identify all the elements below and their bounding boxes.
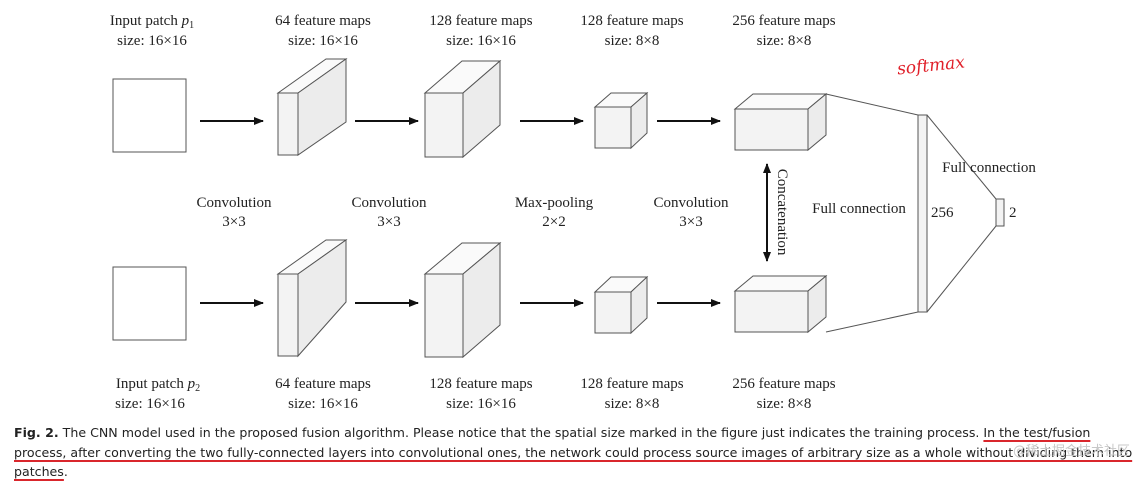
bottom-conv2-block bbox=[423, 241, 502, 359]
op3-kernel: 2×2 bbox=[542, 214, 565, 230]
fc1-label: Full connection bbox=[812, 201, 906, 217]
bottom-conv2-title: 128 feature maps bbox=[429, 376, 532, 392]
fc2-vector bbox=[995, 198, 1005, 227]
top-pool-block bbox=[593, 91, 649, 150]
op3-name: Max-pooling bbox=[515, 195, 594, 211]
caption-label: Fig. 2. bbox=[14, 425, 59, 440]
top-conv3-title: 256 feature maps bbox=[732, 13, 835, 29]
op4-name: Convolution bbox=[653, 195, 729, 211]
bottom-conv1-size: size: 16×16 bbox=[288, 396, 358, 412]
top-pool-title: 128 feature maps bbox=[580, 13, 683, 29]
bottom-conv3-size: size: 8×8 bbox=[757, 396, 812, 412]
top-conv1-block bbox=[276, 58, 348, 156]
top-conv2-block bbox=[423, 59, 502, 159]
fc2-label: Full connection bbox=[942, 160, 1036, 176]
bottom-pool-size: size: 8×8 bbox=[605, 396, 660, 412]
top-conv3-block bbox=[733, 92, 828, 152]
fc2-size: 2 bbox=[1009, 205, 1017, 221]
softmax-handwritten-note: softmax bbox=[896, 52, 966, 79]
fc1-line-top bbox=[825, 93, 919, 116]
caption-text: The CNN model used in the proposed fusio… bbox=[62, 425, 980, 440]
concatenation-label: Concatenation bbox=[774, 169, 790, 256]
top-conv1-title: 64 feature maps bbox=[275, 13, 371, 29]
top-input-title: Input patch p1 bbox=[110, 13, 194, 31]
fc2-line-top bbox=[926, 114, 997, 200]
op2-name: Convolution bbox=[351, 195, 427, 211]
op4-kernel: 3×3 bbox=[679, 214, 702, 230]
top-conv1-size: size: 16×16 bbox=[288, 33, 358, 49]
fc1-size: 256 bbox=[931, 205, 954, 221]
top-conv2-title: 128 feature maps bbox=[429, 13, 532, 29]
caption-end: . bbox=[63, 464, 68, 479]
fc1-vector bbox=[917, 114, 928, 313]
figure-caption: Fig. 2. The CNN model used in the propos… bbox=[14, 423, 1134, 482]
bottom-conv1-block bbox=[276, 239, 348, 358]
bottom-conv3-title: 256 feature maps bbox=[732, 376, 835, 392]
bottom-pool-title: 128 feature maps bbox=[580, 376, 683, 392]
op1-name: Convolution bbox=[196, 195, 272, 211]
fc2-line-bottom bbox=[926, 225, 997, 313]
op2-kernel: 3×3 bbox=[377, 214, 400, 230]
top-input-patch bbox=[112, 78, 187, 153]
watermark: @稀土掘金技术社区 bbox=[1012, 444, 1130, 459]
fc1-line-bottom bbox=[825, 311, 919, 333]
top-pool-size: size: 8×8 bbox=[605, 33, 660, 49]
op1-kernel: 3×3 bbox=[222, 214, 245, 230]
bottom-conv2-size: size: 16×16 bbox=[446, 396, 516, 412]
bottom-input-title: Input patch p2 bbox=[116, 376, 200, 394]
caption-highlighted-text: In the test/fusion process, after conver… bbox=[14, 425, 1133, 479]
top-input-size: size: 16×16 bbox=[117, 33, 187, 49]
bottom-conv3-block bbox=[733, 274, 828, 334]
top-conv3-size: size: 8×8 bbox=[757, 33, 812, 49]
top-conv2-size: size: 16×16 bbox=[446, 33, 516, 49]
bottom-conv1-title: 64 feature maps bbox=[275, 376, 371, 392]
bottom-pool-block bbox=[593, 275, 649, 335]
bottom-input-patch bbox=[112, 266, 187, 341]
bottom-input-size: size: 16×16 bbox=[115, 396, 185, 412]
